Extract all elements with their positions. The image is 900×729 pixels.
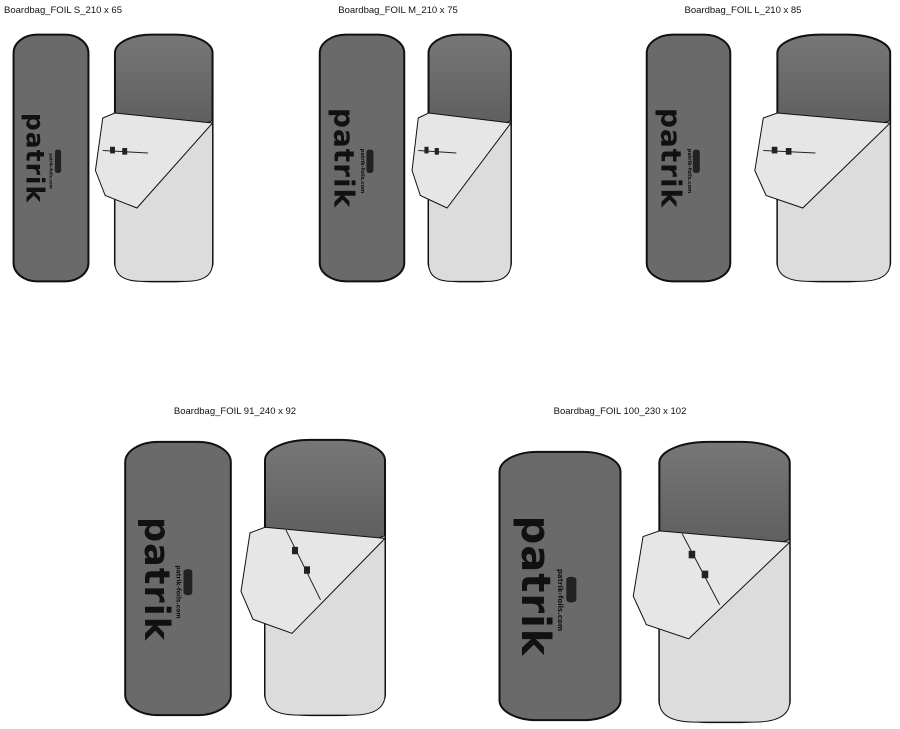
board-bag-back-open [238, 438, 388, 717]
brand-url: patrik-foils.com [359, 148, 365, 193]
product-label-foil-91: Boardbag_FOIL 91_240 x 92 [173, 406, 297, 417]
brand-url: patrik-foils.com [174, 565, 182, 620]
brand-url: patrik-foils.com [48, 152, 54, 189]
brand-url: patrik-foils.com [685, 148, 692, 193]
patrik-logo: patrik [511, 515, 558, 657]
patrik-logo: patrik [327, 107, 361, 209]
product-label-foil-m: Boardbag_FOIL M_210 x 75 [338, 5, 458, 16]
product-label-foil-l: Boardbag_FOIL L_210 x 85 [684, 5, 802, 16]
board-bag-back-open [93, 33, 215, 283]
product-label-foil-s: Boardbag_FOIL S_210 x 65 [4, 5, 122, 16]
patrik-logo: patrik [20, 112, 50, 204]
board-bag-back-open [410, 33, 513, 283]
product-label-foil-100: Boardbag_FOIL 100_230 x 102 [553, 406, 687, 417]
brand-url: patrik-foils.com [556, 568, 564, 631]
board-bag-back-open [752, 33, 893, 283]
patrik-logo: patrik [654, 107, 688, 209]
board-bag-back-open [630, 440, 793, 724]
patrik-logo: patrik [136, 516, 176, 641]
